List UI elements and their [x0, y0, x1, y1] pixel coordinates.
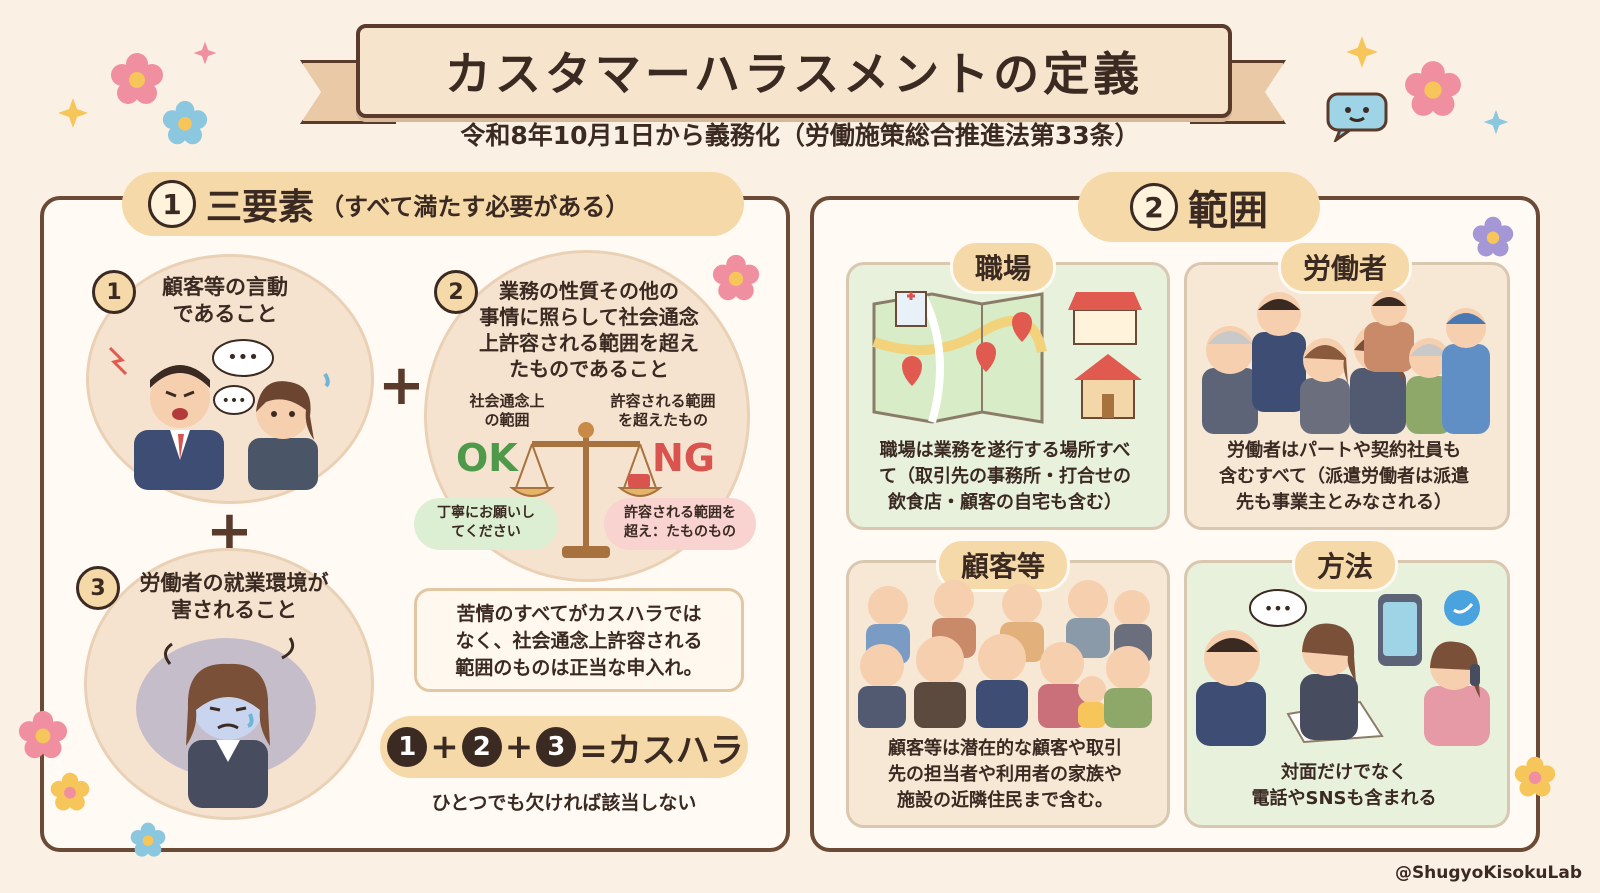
element3-title: 労働者の就業環境が 害されること: [118, 570, 350, 624]
three-elements-heading: 1 三要素 （すべて満たす必要がある）: [122, 172, 744, 236]
formula-num2: 2: [461, 727, 502, 767]
callout-note: 苦情のすべてがカスハラでは なく、社会通念上許容される 範囲のものは正当な申入れ…: [414, 588, 744, 692]
element2-number: 2: [434, 270, 478, 314]
formula-result: =カスハラ: [579, 730, 744, 771]
sparkle-icon: [1483, 109, 1509, 135]
formula-num3: 3: [536, 727, 577, 767]
callout-line2: なく、社会通念上許容される: [455, 630, 703, 652]
method-line1: 対面だけでなく: [1281, 762, 1407, 783]
workers-line2: 含むすべて（派遣労働者は派遣: [1218, 466, 1470, 487]
page-subtitle: 令和8年10月1日から義務化（労働施策総合推進法第33条）: [460, 121, 1140, 150]
workplace-description: 職場は業務を遂行する場所すべ て（取引先の事務所・打合せの 飲食店・顧客の自宅も…: [850, 438, 1160, 516]
title-banner: カスタマーハラスメントの定義: [356, 24, 1232, 118]
heading-text: 三要素: [206, 187, 315, 228]
element3-line2: 害されること: [171, 598, 297, 622]
angry-customer-illustration: ••• •••: [108, 339, 330, 490]
element3-line1: 労働者の就業環境が: [139, 571, 329, 595]
workers-description: 労働者はパートや契約社員も 含むすべて（派遣労働者は派遣 先も事業主とみなされる…: [1188, 438, 1500, 516]
workplace-label: 職場: [950, 240, 1057, 294]
flower-icon: [130, 822, 166, 857]
svg-text:•••: •••: [222, 393, 247, 409]
formula-plus: +: [504, 727, 534, 767]
scope-heading: 2 範囲: [1078, 172, 1320, 242]
flower-icon: [50, 772, 90, 811]
element1-title: 顧客等の言動 であること: [140, 274, 310, 328]
element2-line3: 上許容される範囲を超え: [479, 331, 699, 355]
element2-line1: 業務の性質その他の: [499, 279, 679, 303]
workers-group-illustration: [1202, 290, 1490, 434]
svg-text:•••: •••: [1264, 599, 1292, 618]
method-label: 方法: [1292, 538, 1399, 592]
formula-plus: +: [430, 727, 459, 767]
callout-line3: 範囲のものは正当な申入れ。: [455, 657, 703, 679]
ng-example: 許容される範囲を 超え：たものもの: [604, 498, 756, 550]
ng-label-line2: を超えたもの: [617, 411, 708, 429]
chat-bubble-icon: [1326, 92, 1388, 142]
element1-number: 1: [92, 270, 136, 314]
ng-example-line1: 許容される範囲を: [624, 505, 736, 521]
sparkle-icon: [193, 41, 217, 65]
element1-line1: 顧客等の言動: [162, 275, 288, 299]
flower-icon: [1405, 61, 1461, 116]
formula-badge: 1 + 2 + 3 =カスハラ: [380, 716, 748, 778]
callout-line1: 苦情のすべてがカスハラでは: [456, 603, 702, 625]
element2-title: 業務の性質その他の 事情に照らして社会通念 上許容される範囲を超え たものである…: [464, 278, 714, 382]
formula-num1: 1: [387, 727, 428, 767]
ok-text: OK: [456, 436, 518, 480]
balance-scale-icon: [509, 422, 663, 558]
customers-line2: 先の担当者や利用者の家族や: [888, 764, 1122, 785]
ok-label: 社会通念上 の範囲: [452, 392, 562, 430]
page-title: カスタマーハラスメントの定義: [444, 47, 1144, 101]
heading-text: 範囲: [1188, 188, 1268, 234]
method-line2: 電話やSNSも含まれる: [1251, 788, 1437, 809]
flower-icon: [1472, 216, 1514, 257]
customers-description: 顧客等は潜在的な顧客や取引 先の担当者や利用者の家族や 施設の近隣住民まで含む。: [850, 736, 1160, 814]
method-description: 対面だけでなく 電話やSNSも含まれる: [1188, 760, 1500, 812]
workplace-line2: て（取引先の事務所・打合せの: [879, 466, 1131, 487]
heading-number: 2: [1130, 183, 1178, 231]
ng-label: 許容される範囲 を超えたもの: [598, 392, 728, 430]
sparkle-icon: [1346, 36, 1378, 68]
ng-label-line1: 許容される範囲: [610, 392, 716, 410]
ok-example-line1: 丁寧にお願いし: [437, 505, 535, 521]
flower-icon: [1514, 756, 1556, 797]
flower-icon: [18, 710, 68, 759]
ok-label-line2: の範囲: [484, 411, 530, 429]
ng-text: NG: [652, 436, 715, 480]
formula-note: ひとつでも欠ければ該当しない: [431, 792, 697, 814]
heading-note: （すべて満たす必要がある）: [320, 192, 630, 221]
workplace-line3: 飲食店・顧客の自宅も含む）: [888, 492, 1122, 513]
element3-number: 3: [76, 566, 120, 610]
heading-number: 1: [148, 180, 196, 228]
element1-line2: であること: [172, 302, 278, 326]
ok-example-line2: てください: [451, 524, 521, 540]
customers-line1: 顧客等は潜在的な顧客や取引: [888, 738, 1122, 759]
communication-methods-illustration: •••: [1196, 589, 1490, 746]
workplace-line1: 職場は業務を遂行する場所すべ: [879, 440, 1131, 461]
plus-sign: +: [378, 353, 425, 418]
sparkle-icon: [58, 98, 88, 128]
flower-icon: [712, 254, 760, 301]
workers-line3: 先も事業主とみなされる）: [1236, 492, 1452, 513]
element2-line2: 事情に照らして社会通念: [479, 305, 699, 329]
workers-label: 労働者: [1278, 240, 1413, 294]
stressed-worker-illustration: [136, 637, 316, 808]
flower-icon: [162, 100, 208, 145]
map-illustration: [872, 291, 1142, 424]
ok-label-line1: 社会通念上: [469, 392, 545, 410]
customers-line3: 施設の近隣住民まで含む。: [897, 790, 1113, 811]
author-handle: @ShugyoKisokuLab: [1394, 863, 1582, 883]
workers-line1: 労働者はパートや契約社員も: [1227, 440, 1461, 461]
flower-icon: [111, 53, 163, 104]
ok-example: 丁寧にお願いし てください: [414, 498, 558, 550]
customers-crowd-illustration: [858, 580, 1152, 728]
element2-line4: たものであること: [509, 357, 669, 381]
svg-text:•••: •••: [227, 347, 259, 368]
ng-example-line2: 超え：たものもの: [624, 524, 736, 540]
